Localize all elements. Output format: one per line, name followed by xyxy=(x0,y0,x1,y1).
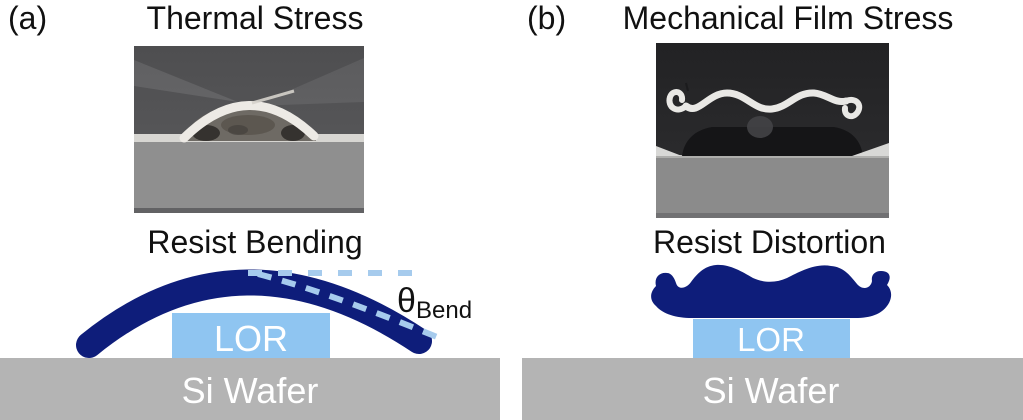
sem-b-film-curl-right xyxy=(841,97,863,120)
bend-angle-tangent-dashed-line xyxy=(257,271,439,340)
panel-a-title: Thermal Stress xyxy=(146,0,364,36)
sem-a-arch-highlight xyxy=(251,89,295,105)
si-wafer-a xyxy=(0,358,500,420)
diagram-a: θ Bend LOR Si Wafer xyxy=(0,269,500,420)
sem-image-a xyxy=(134,46,364,213)
sem-a-substrate xyxy=(134,141,364,213)
distorted-resist-shape xyxy=(651,264,892,318)
panel-a-caption: Resist Bending xyxy=(147,224,363,260)
sem-a-bottom-edge xyxy=(134,208,364,213)
lor-block-b xyxy=(693,319,850,358)
lor-block-a xyxy=(172,313,330,358)
sem-a-mottled-spot xyxy=(228,125,248,135)
diagram-b: LOR Si Wafer xyxy=(522,264,1023,420)
sem-b-surface-line xyxy=(656,155,889,158)
sem-b-dark-mound xyxy=(682,127,863,156)
sem-b-wavy-film xyxy=(682,89,850,113)
sem-b-bright-wedge-right xyxy=(852,143,889,156)
lor-label-b: LOR xyxy=(737,321,805,358)
sem-b-substrate xyxy=(656,156,889,218)
sem-image-b xyxy=(656,43,889,218)
sem-a-resist-arch xyxy=(179,101,319,143)
sem-b-gray-blob xyxy=(747,116,773,138)
bent-resist-shape xyxy=(76,269,432,358)
panel-a-label: (a) xyxy=(8,0,48,36)
panel-b-caption: Resist Distortion xyxy=(653,224,886,260)
si-wafer-b xyxy=(522,358,1023,420)
panel-b-label: (b) xyxy=(527,0,567,36)
theta-subscript: Bend xyxy=(416,297,472,324)
si-wafer-label-a: Si Wafer xyxy=(182,370,319,411)
sem-b-film-curl-left xyxy=(666,89,689,113)
panel-b-title: Mechanical Film Stress xyxy=(622,0,954,36)
lor-label-a: LOR xyxy=(214,318,288,359)
sem-b-debris-speck xyxy=(685,82,689,92)
theta-symbol: θ xyxy=(397,282,416,320)
sem-b-bright-wedge-left xyxy=(656,146,682,156)
sem-a-light-streak-left xyxy=(134,60,238,102)
sem-b-bottom-edge xyxy=(656,213,889,218)
si-wafer-label-b: Si Wafer xyxy=(703,370,840,411)
